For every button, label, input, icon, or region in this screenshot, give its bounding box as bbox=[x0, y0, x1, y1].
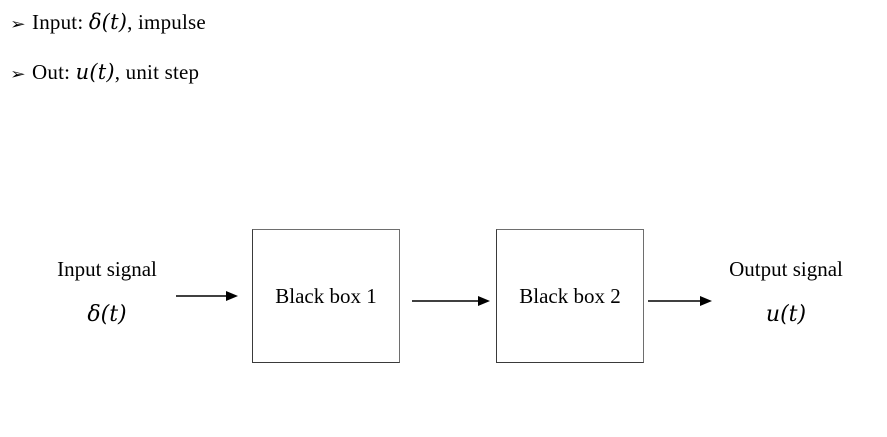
input-signal-label: Input signal bbox=[57, 257, 157, 281]
bullet-item-input: ➢ Input: δ(t), impulse bbox=[10, 10, 206, 35]
output-signal-label: Output signal bbox=[729, 257, 843, 281]
arrow-input-to-box1 bbox=[176, 286, 238, 306]
bullet-item-output: ➢ Out: u(t), unit step bbox=[10, 60, 199, 85]
black-box-2[interactable]: Black box 2 bbox=[496, 229, 644, 363]
bullet-item-output-label: Out: u(t), unit step bbox=[32, 60, 199, 85]
bullet-input-prefix: Input: bbox=[32, 10, 84, 34]
black-box-1-label: Black box 1 bbox=[275, 283, 377, 308]
bullet-input-symbol: δ(t) bbox=[88, 10, 128, 34]
black-box-1[interactable]: Black box 1 bbox=[252, 229, 400, 363]
arrowhead-bullet-icon: ➢ bbox=[10, 65, 26, 83]
bullet-input-suffix: , impulse bbox=[127, 10, 206, 34]
bullet-item-input-label: Input: δ(t), impulse bbox=[32, 10, 206, 35]
arrowhead-bullet-icon: ➢ bbox=[10, 15, 26, 33]
arrow-box1-to-box2 bbox=[412, 291, 490, 311]
input-signal-symbol: δ(t) bbox=[87, 302, 127, 327]
bullet-output-symbol: u(t) bbox=[75, 60, 115, 84]
output-signal-symbol: u(t) bbox=[765, 302, 807, 327]
bullet-output-suffix: , unit step bbox=[114, 60, 200, 84]
arrow-box2-to-output bbox=[648, 291, 712, 311]
black-box-2-label: Black box 2 bbox=[519, 283, 621, 308]
bullet-output-prefix: Out: bbox=[32, 60, 71, 84]
